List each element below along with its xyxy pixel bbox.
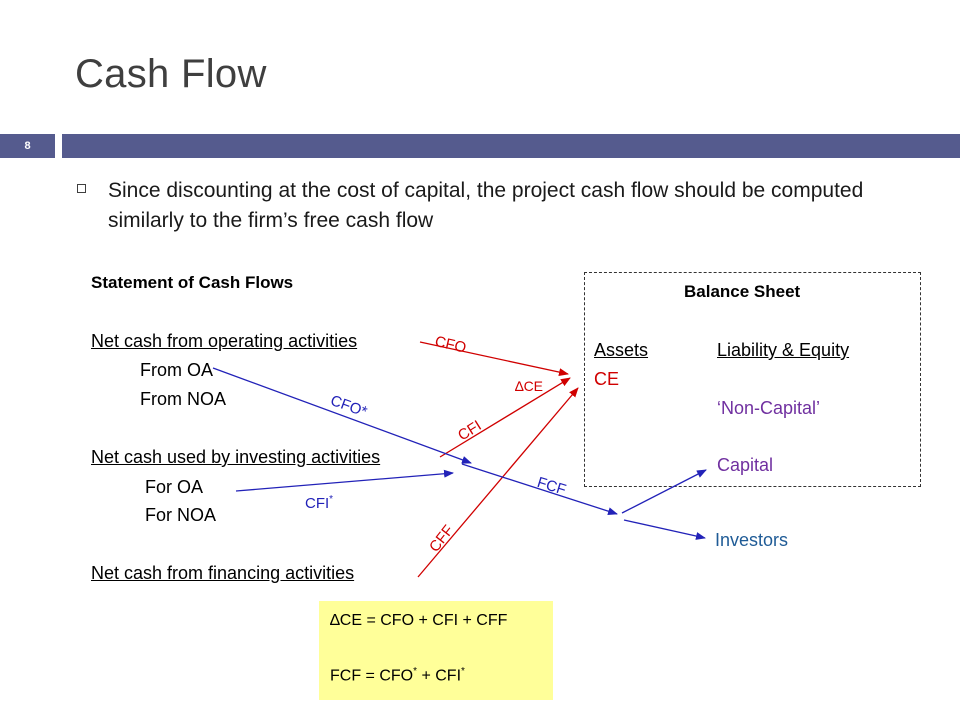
operating-activities: Net cash from operating activities (91, 331, 358, 351)
statement-heading: Statement of Cash Flows (91, 273, 294, 292)
investors-arrow (623, 519, 706, 540)
balance-sheet-box (584, 272, 921, 487)
capital-label: Capital (717, 455, 774, 475)
assets-label: Assets (594, 340, 649, 360)
slide-number: 8 (0, 134, 55, 158)
header-bar (62, 134, 960, 158)
financing-activities: Net cash from financing activities (91, 563, 355, 583)
for-oa: For OA (145, 477, 204, 497)
formula-fcf: FCF = CFO* + CFI* (330, 666, 465, 685)
from-oa: From OA (140, 360, 214, 380)
cfo-arrow (419, 341, 569, 377)
formula-box (319, 601, 553, 700)
ce-label: CE (594, 369, 620, 389)
cff-arrow (417, 387, 579, 578)
for-noa: For NOA (145, 505, 217, 525)
formula-delta-ce: ∆CE = CFO + CFI + CFF (330, 612, 508, 629)
balance-sheet-heading: Balance Sheet (684, 282, 801, 301)
investing-activities: Net cash used by investing activities (91, 447, 381, 467)
liability-equity-label: Liability & Equity (717, 340, 850, 360)
square-bullet-icon (77, 184, 86, 193)
cfi-arrow (439, 377, 571, 458)
cfo-star-arrow (212, 367, 472, 464)
cfi-star-label: CFI* (305, 494, 334, 512)
from-noa: From NOA (140, 389, 227, 409)
investors-label: Investors (715, 530, 789, 550)
capital-arrow (621, 469, 707, 514)
fcf-arrow (461, 463, 618, 516)
delta-ce-label: ∆CE (515, 378, 544, 394)
slide-title: Cash Flow (75, 52, 267, 96)
cfi-star-arrow (235, 469, 454, 492)
non-capital-label: ‘Non-Capital’ (717, 398, 821, 418)
bullet-text: Since discounting at the cost of capital… (108, 179, 864, 232)
